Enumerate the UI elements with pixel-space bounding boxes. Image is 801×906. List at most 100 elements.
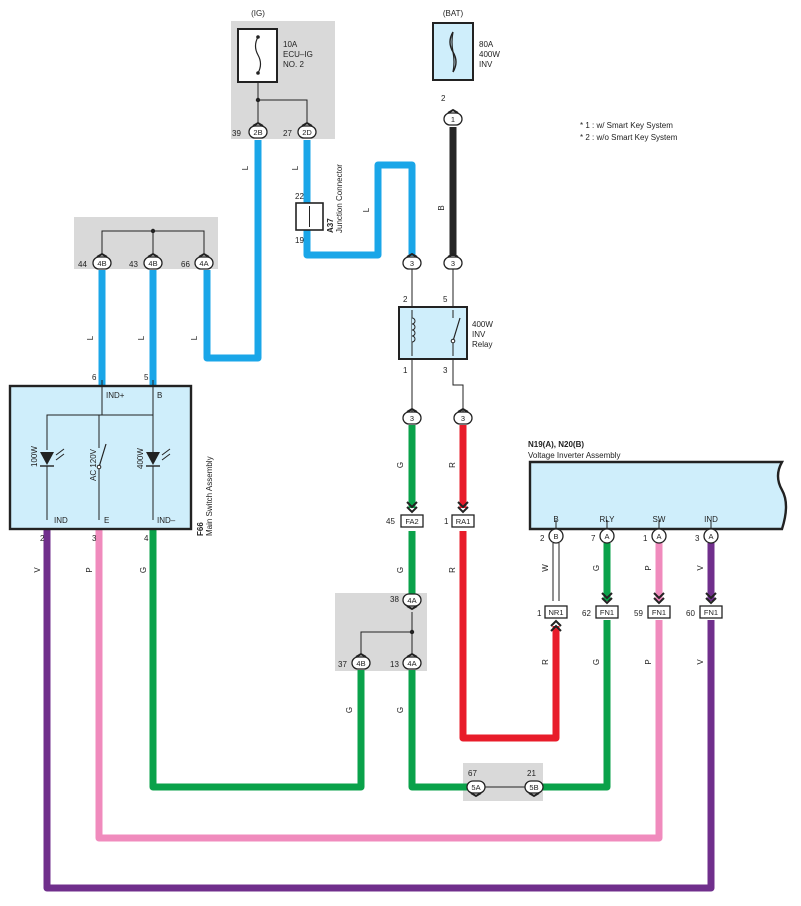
junction-connector-a37: [295, 202, 324, 231]
nr1-pin: 1: [537, 609, 542, 618]
conn-67-5a: 5A: [466, 780, 486, 798]
wire-letter-g-rly: G: [592, 565, 601, 571]
conn-fa2-label: FA2: [405, 517, 418, 526]
conn-relay-out-left: 3: [402, 407, 422, 425]
relay-pin-3: 3: [443, 366, 448, 375]
note-no-smart-key: * 2 : w/o Smart Key System: [580, 133, 678, 142]
inverter-term-b: B: [553, 515, 558, 524]
conn-inv-sw-label: A: [656, 532, 661, 541]
mj-pin-37: 37: [338, 660, 347, 669]
wire-letter-l-jc: L: [362, 207, 371, 212]
conn-2b-label: 2B: [253, 128, 262, 137]
lamp-400w-icon: [146, 452, 160, 465]
wire-g-13-5a: [408, 670, 476, 791]
conn-inv-b: B: [548, 528, 564, 544]
conn-44-4b-label: 4B: [97, 259, 106, 268]
ms-lamp-100w: 100W: [30, 446, 39, 467]
conn-21-5b-label: 5B: [529, 783, 538, 792]
conn-38-4a-label: 4A: [407, 596, 416, 605]
conn-fa2: FA2: [400, 501, 424, 528]
tj-pin-43: 43: [129, 260, 138, 269]
conn-relay-in-left: 3: [402, 252, 422, 270]
wire-letter-g-fa2: G: [396, 462, 405, 468]
wire-letter-w-b: W: [541, 564, 550, 572]
wire-letter-b-bat: B: [437, 205, 446, 210]
fn1c-pin: 60: [686, 609, 695, 618]
fa2-pin: 45: [386, 517, 395, 526]
inverter-term-rly: RLY: [600, 515, 616, 524]
conn-13-4a: 4A: [402, 652, 422, 670]
a37-pin-19: 19: [295, 236, 304, 245]
wires: [43, 127, 715, 892]
fn1a-pin: 62: [582, 609, 591, 618]
mj-pin-38: 38: [390, 595, 399, 604]
wire-letter-v-ind: V: [696, 565, 705, 571]
wire-letter-g-13: G: [396, 707, 405, 713]
wire-letter-g-ms: G: [139, 567, 148, 573]
lamp-100w-icon: [40, 452, 54, 465]
tj-pin-44: 44: [78, 260, 87, 269]
conn-bat-1-label: 1: [451, 115, 455, 124]
wire-p-fn1: [95, 530, 663, 842]
ms-pin-5: 5: [144, 373, 149, 382]
inverter-pin-7: 7: [591, 534, 596, 543]
conn-relay-in-right-label: 3: [451, 259, 455, 268]
wire-letter-l-ig1: L: [241, 165, 250, 170]
wire-l-a37-to-relay: [303, 161, 416, 259]
a37-pin-22: 22: [295, 192, 304, 201]
relay-400w-inv: [398, 306, 468, 360]
ms-term-ind: IND: [54, 516, 68, 525]
ms-code: F66: [196, 522, 205, 536]
wire-letter-v-ms: V: [33, 567, 42, 573]
ms-pin-2: 2: [40, 534, 45, 543]
conn-inv-sw: A: [651, 528, 667, 544]
wire-letter-l-ig2: L: [291, 165, 300, 170]
wire-letter-g-37: G: [345, 707, 354, 713]
ms-term-b: B: [157, 391, 162, 400]
ms-switch-ac: AC 120V: [89, 448, 98, 481]
bat-label: (BAT): [443, 9, 464, 18]
bj-pin-67: 67: [468, 769, 477, 778]
wire-letter-r-relay: R: [448, 567, 457, 573]
bat-fuse-line1: 80A: [479, 40, 494, 49]
tj-pin-66: 66: [181, 260, 190, 269]
bj-pin-21: 21: [527, 769, 536, 778]
inverter-pin-2: 2: [540, 534, 545, 543]
ig-label: (IG): [251, 9, 265, 18]
conn-ra1: RA1: [451, 501, 475, 528]
wire-v-fn1: [43, 530, 715, 892]
main-switch-assembly-box: [8, 384, 193, 531]
inverter-name: Voltage Inverter Assembly: [528, 451, 621, 460]
conn-fn1-ind-label: FN1: [704, 608, 718, 617]
ig-fuse-line3: NO. 2: [283, 60, 304, 69]
conn-inv-rly-label: A: [604, 532, 609, 541]
voltage-inverter-box: [528, 460, 788, 531]
wire-letter-g-fn1: G: [592, 659, 601, 665]
ms-name: Main Switch Assembly: [205, 456, 214, 536]
note-smart-key: * 1 : w/ Smart Key System: [580, 121, 673, 130]
relay-name-line2: INV: [472, 330, 486, 339]
wire-letter-v-fn1: V: [696, 659, 705, 665]
fuse-80a-inv: [432, 22, 474, 81]
conn-relay-in-right: 3: [443, 252, 463, 270]
ig-fuse-line1: 10A: [283, 40, 298, 49]
conn-fn1-sw: FN1: [647, 592, 671, 619]
wire-letter-p-sw: P: [644, 565, 653, 570]
inverter-term-sw: SW: [653, 515, 666, 524]
conn-38-4a: 4A: [402, 593, 422, 611]
conn-fn1-ind: FN1: [699, 592, 723, 619]
conn-relay-in-left-label: 3: [410, 259, 414, 268]
wire-letter-p-fn1: P: [644, 659, 653, 664]
conn-nr1: NR1: [544, 605, 568, 632]
conn-2d-label: 2D: [302, 128, 312, 137]
switch-ac-icon: [96, 440, 107, 520]
wire-letter-r-ra1: R: [448, 462, 457, 468]
wire-letter-l-66: L: [190, 335, 199, 340]
conn-44-4b: 4B: [92, 252, 112, 270]
inverter-title: N19(A), N20(B): [528, 440, 584, 449]
conn-inv-ind: A: [703, 528, 719, 544]
ra1-pin: 1: [444, 517, 449, 526]
relay-pin-2: 2: [403, 295, 408, 304]
